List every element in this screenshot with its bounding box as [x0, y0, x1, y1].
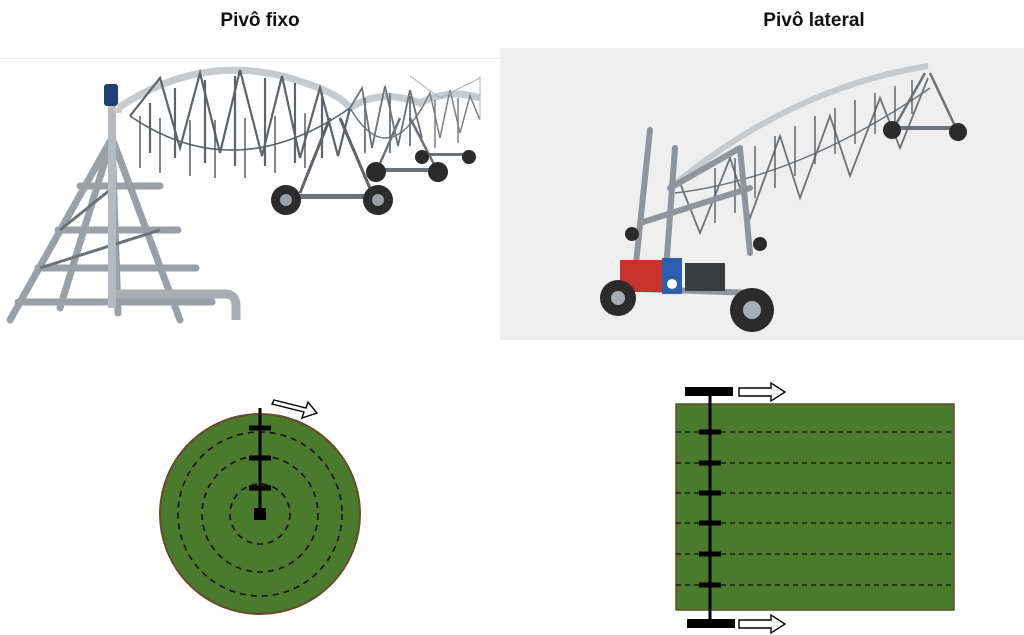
truss-span-2 [349, 85, 423, 153]
wheel-tracks [676, 431, 954, 586]
pivot-point [254, 508, 266, 520]
lateral-move-field-diagram [675, 381, 955, 635]
drive-tower-3 [415, 150, 476, 164]
wheel-track-ring [229, 483, 291, 545]
engine [685, 263, 725, 291]
tire [949, 123, 967, 141]
drive-tower-2 [366, 117, 448, 182]
tire [366, 162, 386, 182]
truss-span [674, 77, 931, 236]
truss-span-1 [129, 68, 352, 166]
rectangular-field [675, 403, 955, 611]
end-cart-top [685, 387, 733, 396]
drive-tower-1 [271, 117, 393, 215]
base-pipe [110, 289, 241, 320]
rotation-arrow-icon [270, 399, 319, 420]
title-pivo-fixo: Pivô fixo [220, 10, 300, 31]
end-tower [883, 72, 967, 141]
tower-markers [699, 429, 721, 588]
tire [883, 121, 901, 139]
drop-hoses [139, 113, 306, 178]
drop-hoses [714, 80, 913, 223]
tire [753, 237, 767, 251]
tire [462, 150, 476, 164]
control-box-blue [662, 258, 682, 294]
main-span-pipe [116, 66, 482, 113]
truss-span-3 [409, 75, 481, 148]
end-cart-bottom [687, 619, 735, 628]
travel-arrow-icon [738, 613, 787, 635]
tire [415, 150, 429, 164]
center-pivot-illustration [0, 58, 500, 324]
lateral-move-illustration [500, 48, 1024, 340]
main-span-pipe [668, 63, 929, 191]
travel-arrow-icon [738, 381, 787, 403]
title-pivo-lateral: Pivô lateral [763, 10, 865, 31]
tire [428, 162, 448, 182]
tire [625, 227, 639, 241]
center-pivot-field-diagram [159, 399, 361, 615]
wheel-track-ring [201, 455, 319, 573]
pivot-motor-box [104, 84, 118, 106]
